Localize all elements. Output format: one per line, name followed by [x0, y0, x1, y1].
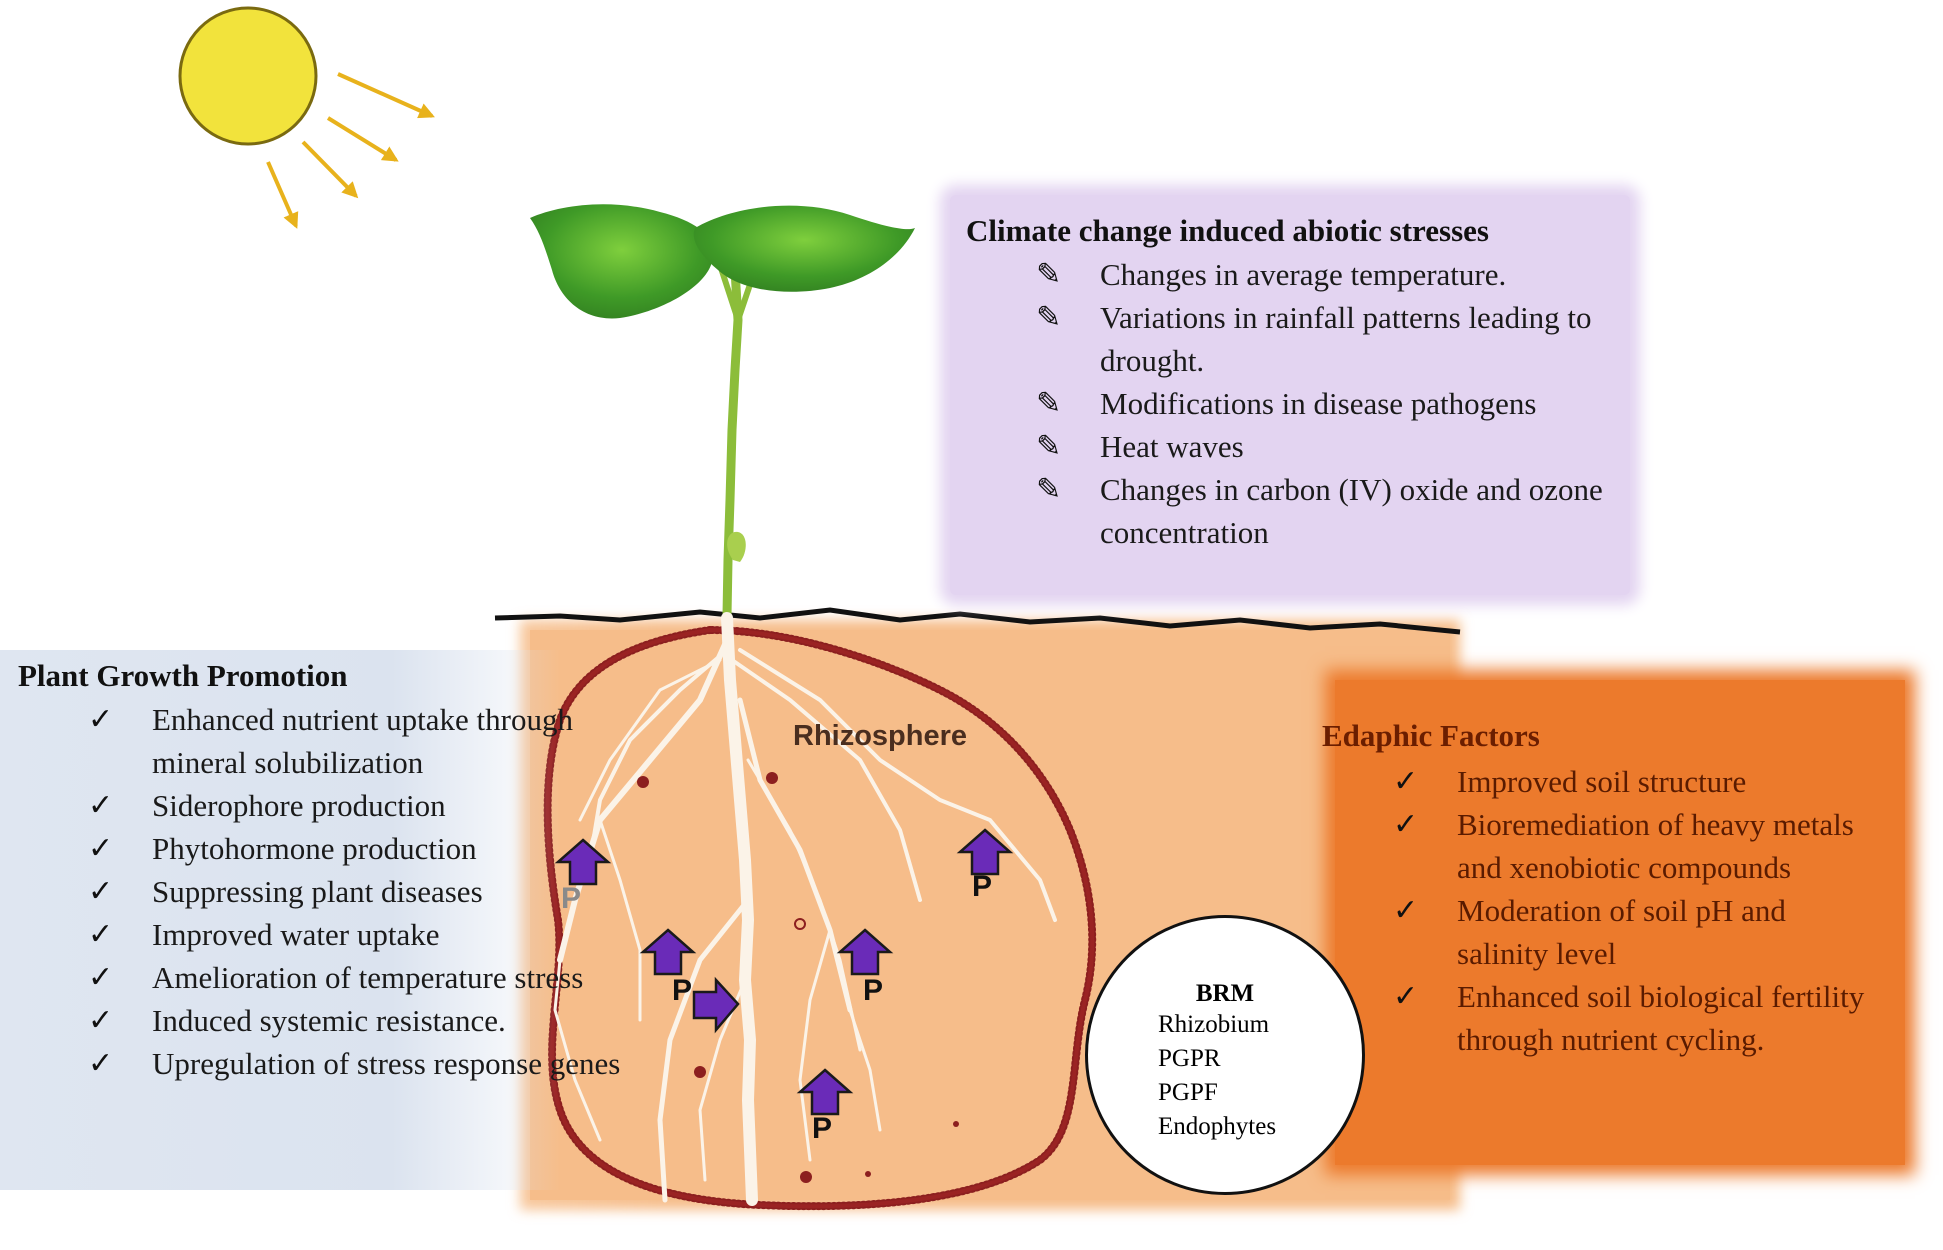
up-arrow-icon: [554, 838, 612, 886]
growth-item: ✓Suppressing plant diseases: [88, 870, 627, 913]
brm-item: Endophytes: [1158, 1113, 1277, 1140]
nodules: [637, 772, 959, 1183]
climate-title: Climate change induced abiotic stresses: [966, 213, 1489, 248]
pencil-icon: ✎: [1036, 257, 1062, 292]
growth-panel: [0, 650, 560, 1190]
climate-item: ✎Changes in carbon (IV) oxide and ozone …: [1036, 468, 1620, 554]
check-icon: ✓: [88, 702, 114, 737]
up-arrow-icon: [796, 1068, 854, 1116]
leaf-right: [693, 205, 915, 292]
roots: [553, 612, 1057, 1206]
edaphic-item: ✓Bioremediation of heavy metals and xeno…: [1393, 803, 1867, 889]
pencil-icon: ✎: [1036, 386, 1062, 421]
brm-item: PGPR: [1158, 1045, 1221, 1072]
climate-panel: [950, 195, 1630, 595]
brm-item: PGPF: [1158, 1079, 1218, 1106]
brm-circle: BRM Rhizobium PGPR PGPF Endophytes: [1085, 915, 1365, 1195]
check-icon: ✓: [1393, 979, 1419, 1014]
pencil-icon: ✎: [1036, 300, 1062, 335]
ground-line: [494, 607, 1461, 635]
phosphorus-label: P: [863, 974, 884, 1007]
rhizosphere-label: Rhizosphere: [793, 720, 968, 752]
growth-item: ✓Upregulation of stress response genes: [88, 1042, 627, 1085]
growth-item: ✓Amelioration of temperature stress: [88, 956, 627, 999]
check-icon: ✓: [1393, 807, 1419, 842]
growth-title: Plant Growth Promotion: [18, 658, 348, 693]
brm-item: Rhizobium: [1158, 1011, 1270, 1038]
check-icon: ✓: [88, 874, 114, 909]
edaphic-item: ✓Enhanced soil biological fertility thro…: [1393, 975, 1867, 1061]
climate-item: ✎Modifications in disease pathogens: [1036, 382, 1620, 425]
climate-item: ✎Variations in rainfall patterns leading…: [1036, 296, 1620, 382]
climate-list: ✎Changes in average temperature. ✎Variat…: [1036, 253, 1620, 554]
growth-list: ✓Enhanced nutrient uptake through minera…: [88, 698, 627, 1085]
leaf-bud: [727, 531, 746, 562]
phosphorus-label: P: [561, 882, 582, 915]
check-icon: ✓: [88, 917, 114, 952]
edaphic-item: ✓Improved soil structure: [1393, 760, 1867, 803]
sun-rays: [266, 72, 435, 229]
growth-item: ✓Induced systemic resistance.: [88, 999, 627, 1042]
growth-item: ✓Enhanced nutrient uptake through minera…: [88, 698, 627, 784]
pencil-icon: ✎: [1036, 472, 1062, 507]
growth-item: ✓Improved water uptake: [88, 913, 627, 956]
up-arrow-icon: [956, 828, 1014, 876]
check-icon: ✓: [88, 788, 114, 823]
check-icon: ✓: [1393, 893, 1419, 928]
right-arrow-icon: [692, 976, 740, 1034]
up-arrow-icon: [836, 928, 894, 976]
growth-item: ✓Siderophore production: [88, 784, 627, 827]
phosphorus-arrows: [554, 828, 1014, 1116]
growth-item: ✓Phytohormone production: [88, 827, 627, 870]
climate-item: ✎Changes in average temperature.: [1036, 253, 1620, 296]
check-icon: ✓: [88, 1003, 114, 1038]
pencil-icon: ✎: [1036, 429, 1062, 464]
edaphic-title: Edaphic Factors: [1322, 718, 1540, 753]
check-icon: ✓: [88, 831, 114, 866]
edaphic-item: ✓Moderation of soil pH and salinity leve…: [1393, 889, 1867, 975]
check-icon: ✓: [88, 960, 114, 995]
brm-title: BRM: [1195, 980, 1255, 1007]
sun-icon: [178, 6, 318, 146]
edaphic-panel: [1335, 680, 1905, 1165]
phosphorus-label: P: [672, 974, 693, 1007]
phosphorus-label: P: [812, 1112, 833, 1145]
leaf-left: [530, 204, 714, 319]
check-icon: ✓: [1393, 764, 1419, 799]
up-arrow-icon: [639, 928, 697, 976]
climate-item: ✎Heat waves: [1036, 425, 1620, 468]
phosphorus-label: P: [972, 870, 993, 903]
edaphic-list: ✓Improved soil structure ✓Bioremediation…: [1393, 760, 1867, 1061]
check-icon: ✓: [88, 1046, 114, 1081]
